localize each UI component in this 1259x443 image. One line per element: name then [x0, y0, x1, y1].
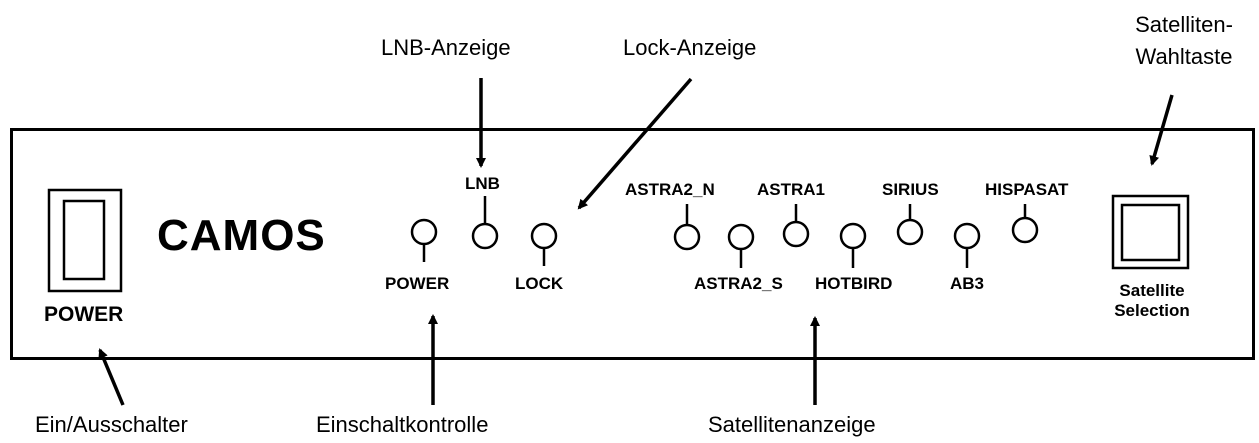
- arrow-power-switch: [98, 348, 125, 406]
- astra2-n-led: [673, 204, 701, 251]
- satellite-selection-button: [1111, 194, 1190, 270]
- arrow-satellite-select: [1149, 94, 1174, 166]
- power-led: [410, 218, 438, 262]
- satellite-display-callout: Satellitenanzeige: [708, 412, 876, 437]
- astra1-led: [782, 204, 810, 248]
- satellite-selection-label-line1: Satellite: [1119, 281, 1185, 300]
- power-switch-callout: Ein/Ausschalter: [35, 412, 188, 437]
- lock-led: [530, 222, 558, 266]
- satellite-select-callout-line2: Wahltaste: [1135, 44, 1233, 69]
- astra2-s-label: ASTRA2_S: [694, 274, 783, 293]
- satellite-selection-label-line2: Selection: [1114, 301, 1190, 320]
- sirius-led: [896, 204, 924, 246]
- arrow-lock: [577, 77, 693, 210]
- power-switch: [47, 188, 123, 293]
- astra1-label: ASTRA1: [757, 180, 826, 199]
- power-switch-label: POWER: [44, 303, 124, 326]
- brand-logo: CAMOS: [157, 211, 326, 260]
- astra2-s-led: [727, 223, 755, 268]
- ab3-led: [953, 222, 981, 268]
- front-panel: [10, 128, 1255, 360]
- lock-led-label: LOCK: [515, 274, 564, 293]
- satellite-select-callout-line1: Satelliten-: [1135, 12, 1233, 37]
- lnb-callout: LNB-Anzeige: [381, 35, 511, 60]
- hispasat-label: HISPASAT: [985, 180, 1069, 199]
- hispasat-led: [1011, 204, 1039, 244]
- ab3-label: AB3: [950, 274, 985, 293]
- astra2-n-label: ASTRA2_N: [625, 180, 715, 199]
- hotbird-label: HOTBIRD: [815, 274, 893, 293]
- lnb-led-label: LNB: [465, 174, 500, 193]
- lnb-led: [471, 196, 499, 250]
- lock-callout: Lock-Anzeige: [623, 35, 757, 60]
- sirius-label: SIRIUS: [882, 180, 939, 199]
- hotbird-led: [839, 222, 867, 268]
- power-control-callout: Einschaltkontrolle: [316, 412, 489, 437]
- power-led-label: POWER: [385, 274, 450, 293]
